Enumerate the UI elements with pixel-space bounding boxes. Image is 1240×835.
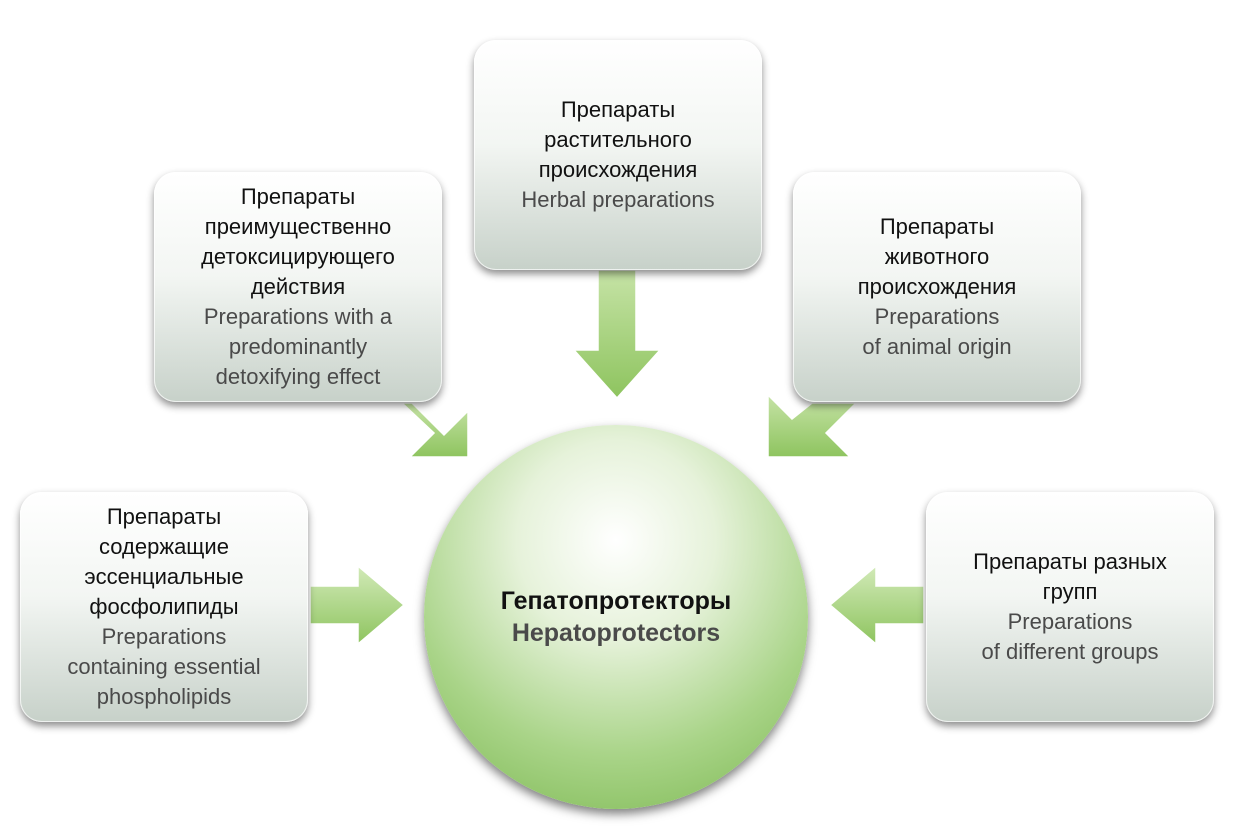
arrow-top <box>572 269 662 400</box>
center-title-ru: Гепатопротекторы <box>500 587 732 615</box>
box-ur-en-line-2: of animal origin <box>862 334 1012 359</box>
box-different-groups-preparations: Препараты разных групп Preparations of d… <box>926 492 1214 722</box>
box-top-ru-line-3: происхождения <box>538 157 698 182</box>
arrow-upper-right <box>767 393 858 458</box>
box-animal-origin-preparations: Препараты животного происхождения Prepar… <box>793 172 1081 402</box>
box-right-en-line-1: Preparations <box>1007 609 1133 634</box>
arrow-right <box>828 564 925 646</box>
box-left-ru-line-4: фосфолипиды <box>89 594 239 619</box>
box-left-en-line-1: Preparations <box>101 624 227 649</box>
box-ur-ru-line-2: животного <box>884 244 990 269</box>
box-right-en-line-2: of different groups <box>981 639 1159 664</box>
box-left-en-line-3: phospholipids <box>96 684 232 709</box>
box-ul-en-line-3: detoxifying effect <box>215 364 381 389</box>
box-ul-ru-line-2: преимущественно <box>204 214 392 239</box>
box-left-en-line-2: containing essential <box>67 654 261 679</box>
arrow-upper-left <box>380 402 469 458</box>
box-detoxifying-preparations: Препараты преимущественно детоксицирующе… <box>154 172 442 402</box>
box-left-ru-line-3: эссенциальные <box>84 564 244 589</box>
box-herbal-preparations: Препараты растительного происхождения He… <box>474 40 762 270</box>
box-ur-ru-line-1: Препараты <box>879 214 995 239</box>
box-top-ru-line-1: Препараты <box>560 97 676 122</box>
box-right-ru-line-1: Препараты разных <box>973 549 1167 574</box>
box-top-en-line-1: Herbal preparations <box>521 187 715 212</box>
box-ur-ru-line-3: происхождения <box>857 274 1017 299</box>
box-ul-en-line-1: Preparations with a <box>203 304 393 329</box>
arrow-left <box>309 564 406 646</box>
box-ul-en-line-2: predominantly <box>228 334 368 359</box>
box-ul-ru-line-4: действия <box>250 274 346 299</box>
box-right-ru-line-2: групп <box>1042 579 1098 604</box>
center-title-en: Hepatoprotectors <box>511 619 721 647</box>
box-top-ru-line-2: растительного <box>544 127 692 152</box>
box-left-ru-line-1: Препараты <box>106 504 222 529</box>
box-ul-ru-line-3: детоксицирующего <box>201 244 395 269</box>
box-ul-ru-line-1: Препараты <box>240 184 356 209</box>
center-hepatoprotectors-circle: Гепатопротекторы Hepatoprotectors <box>424 425 808 809</box>
box-ur-en-line-1: Preparations <box>874 304 1000 329</box>
box-phospholipid-preparations: Препараты содержащие эссенциальные фосфо… <box>20 492 308 722</box>
box-left-ru-line-2: содержащие <box>99 534 229 559</box>
